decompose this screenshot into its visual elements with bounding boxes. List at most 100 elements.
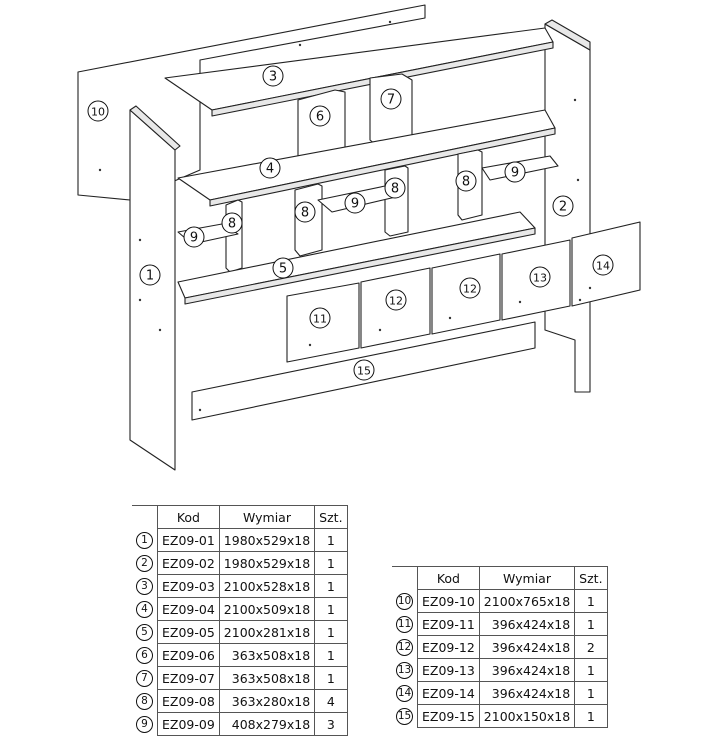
part-code: EZ09-09 [157, 712, 220, 736]
part-qty: 1 [314, 551, 348, 575]
callout-9: 9 [511, 166, 519, 181]
callout-8-circle [221, 212, 243, 234]
part-number: 7 [136, 670, 153, 687]
part-qty: 1 [314, 597, 348, 621]
part-code: EZ09-06 [157, 643, 220, 667]
callout-14-circle [592, 254, 614, 276]
header-code: Kod [417, 566, 480, 590]
callout-1-circle [139, 264, 161, 286]
callout-1: 1 [146, 269, 154, 284]
part-code: EZ09-15 [417, 704, 480, 728]
part-number: 14 [396, 685, 413, 702]
callout-10-circle [87, 100, 109, 122]
part-size: 2100x281x18 [218, 620, 316, 644]
callout-7-circle [380, 88, 402, 110]
callout-8: 8 [301, 206, 309, 221]
callout-11-circle [309, 307, 331, 329]
part-size: 363x280x18 [218, 689, 316, 713]
part-code: EZ09-07 [157, 666, 220, 690]
callout-15: 15 [357, 365, 371, 378]
callout-8-circle [384, 177, 406, 199]
callout-3: 3 [269, 70, 277, 85]
part-code: EZ09-02 [157, 551, 220, 575]
callout-5-circle [272, 257, 294, 279]
part-number: 1 [136, 532, 153, 549]
part-size: 396x424x18 [478, 681, 576, 705]
part-number: 3 [136, 578, 153, 595]
panel-1-left-side [129, 109, 176, 471]
part-qty: 1 [314, 574, 348, 598]
part-code: EZ09-08 [157, 689, 220, 713]
part-number: 6 [136, 647, 153, 664]
part-qty: 1 [574, 681, 608, 705]
callout-9: 9 [190, 231, 198, 246]
callout-9-circle [504, 161, 526, 183]
part-number: 2 [136, 555, 153, 572]
callout-2-circle [552, 195, 574, 217]
part-number: 12 [396, 639, 413, 656]
panel-8-c [384, 165, 409, 237]
callout-9-circle [344, 192, 366, 214]
header-size: Wymiar [478, 566, 576, 590]
part-qty: 1 [574, 658, 608, 682]
callout-2: 2 [559, 200, 567, 215]
header-qty: Szt. [314, 505, 348, 529]
callout-12-circle [459, 277, 481, 299]
callout-4-circle [259, 157, 281, 179]
callout-8: 8 [391, 182, 399, 197]
callout-14: 14 [596, 260, 610, 273]
callout-12: 12 [463, 283, 477, 296]
part-number: 13 [396, 662, 413, 679]
callout-8-circle [455, 170, 477, 192]
header-qty: Szt. [574, 566, 608, 590]
part-code: EZ09-11 [417, 612, 480, 636]
part-qty: 2 [574, 635, 608, 659]
part-size: 408x279x18 [218, 712, 316, 736]
part-qty: 1 [314, 620, 348, 644]
callout-7: 7 [387, 93, 395, 108]
part-size: 1980x529x18 [218, 528, 316, 552]
callout-11: 11 [313, 313, 327, 326]
part-qty: 1 [314, 528, 348, 552]
part-qty: 4 [314, 689, 348, 713]
part-size: 2100x765x18 [478, 589, 576, 613]
part-number: 15 [396, 708, 413, 725]
panel-3-top-shelf [164, 27, 554, 111]
callout-8-circle [294, 201, 316, 223]
part-qty: 1 [314, 643, 348, 667]
callout-8: 8 [228, 217, 236, 232]
part-qty: 1 [314, 666, 348, 690]
callout-6-circle [309, 105, 331, 127]
callout-9: 9 [351, 197, 359, 212]
part-code: EZ09-12 [417, 635, 480, 659]
callout-10: 10 [91, 106, 105, 119]
part-code: EZ09-03 [157, 574, 220, 598]
callout-13-circle [529, 266, 551, 288]
part-code: EZ09-10 [417, 589, 480, 613]
part-qty: 3 [314, 712, 348, 736]
part-size: 2100x509x18 [218, 597, 316, 621]
callout-4: 4 [266, 162, 274, 177]
part-number: 11 [396, 616, 413, 633]
part-size: 396x424x18 [478, 658, 576, 682]
part-number: 4 [136, 601, 153, 618]
part-size: 2100x150x18 [478, 704, 576, 728]
part-code: EZ09-05 [157, 620, 220, 644]
part-qty: 1 [574, 589, 608, 613]
part-code: EZ09-13 [417, 658, 480, 682]
part-code: EZ09-14 [417, 681, 480, 705]
